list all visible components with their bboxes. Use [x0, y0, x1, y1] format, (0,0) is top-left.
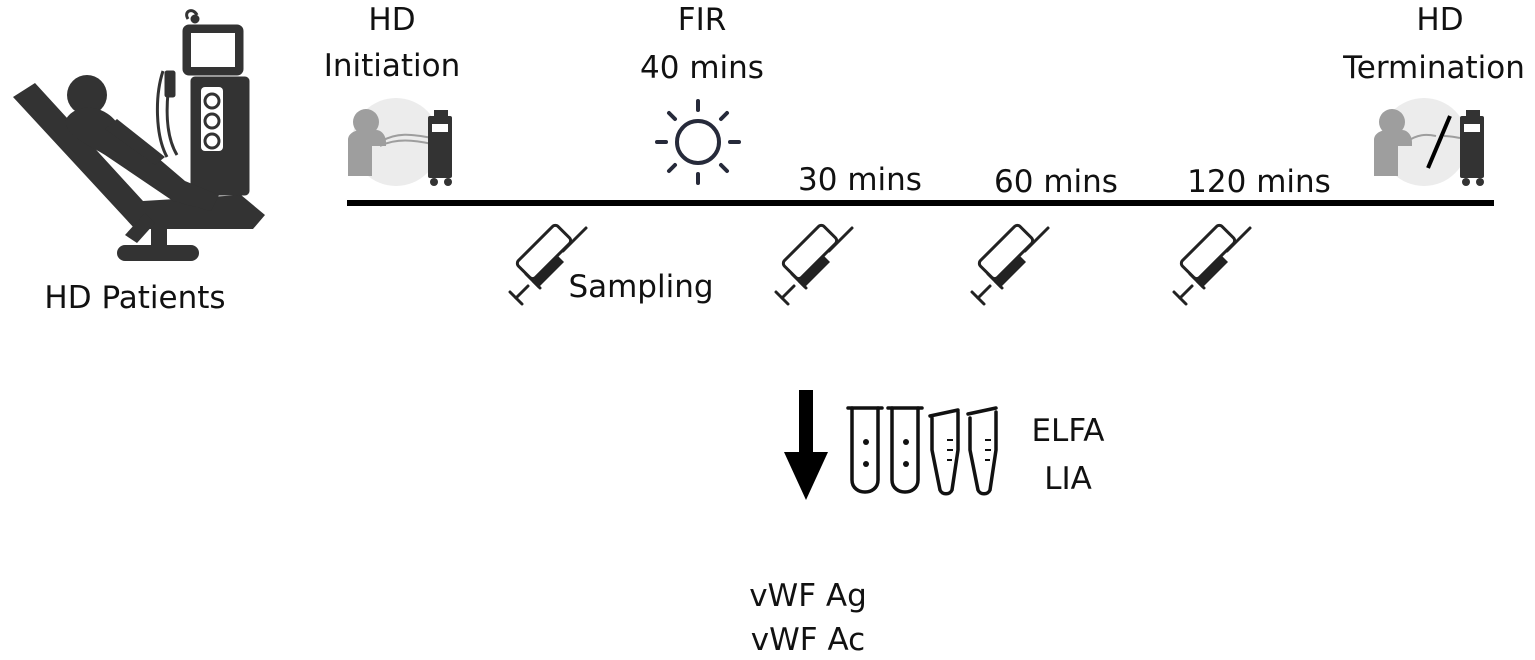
- fir-title-line2: 40 mins: [640, 50, 764, 86]
- initiation-title-line2: Initiation: [323, 48, 461, 84]
- patients-label: HD Patients: [44, 280, 226, 316]
- timeline-line: [347, 200, 1494, 206]
- syringe-icon-2: [772, 222, 858, 308]
- termination-title-line1: HD: [1416, 2, 1464, 38]
- syringe-icon-3: [968, 222, 1054, 308]
- output-label-line1: vWF Ag: [749, 578, 867, 614]
- down-arrow-icon: [782, 390, 830, 502]
- output-label-line2: vWF Ac: [750, 622, 866, 658]
- timepoint-label-120: 120 mins: [1187, 164, 1331, 200]
- syringe-icon-4: [1170, 222, 1256, 308]
- assay-label-line1: ELFA: [1031, 413, 1105, 449]
- sampling-label: Sampling: [568, 269, 714, 305]
- initiation-title-line1: HD: [368, 2, 416, 38]
- syringe-icon-1: [506, 222, 592, 308]
- hd-termination-icon: [1366, 96, 1496, 190]
- test-tubes-icon: [846, 400, 1010, 498]
- timepoint-label-30: 30 mins: [798, 162, 922, 198]
- hd-initiation-icon: [336, 96, 466, 190]
- fir-title-line1: FIR: [677, 2, 727, 38]
- termination-title-line2: Termination: [1343, 50, 1525, 86]
- sun-icon: [652, 96, 744, 188]
- assay-label-line2: LIA: [1044, 461, 1092, 497]
- timepoint-label-60: 60 mins: [994, 164, 1118, 200]
- patient-dialysis-icon: [5, 5, 275, 275]
